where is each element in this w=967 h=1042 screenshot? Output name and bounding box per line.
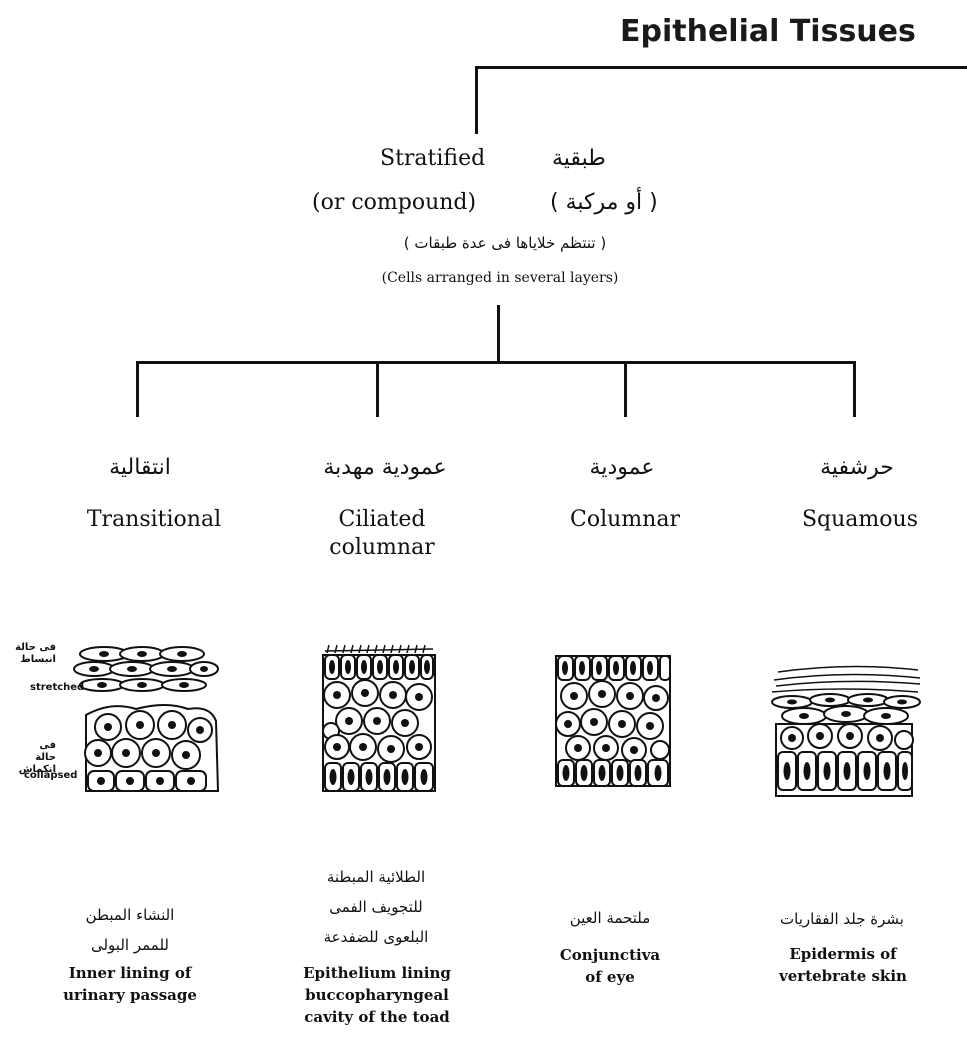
type-english-transitional: Transitional [44,506,264,534]
caption-arabic-columnar: ملتحمة العين [500,903,720,933]
root-label-english: Stratified [380,146,486,171]
connector-top-horizontal [475,66,967,69]
connector-branch-horizontal [136,361,856,364]
caption-line: للتجويف الفمى [329,898,423,916]
label-line: فى حالة [15,642,56,653]
connector-branch-ciliated [376,361,379,417]
label-line: انكماش [18,764,56,775]
caption-line: الطلائية المبطنة [326,868,426,886]
root-label-arabic-alt: ( أو مركبة ) [550,190,658,215]
connector-top-vertical [475,66,478,134]
root-label-english-alt: (or compound) [312,190,477,215]
type-english-line: columnar [329,535,435,560]
label-stretched-english: stretched [30,682,85,693]
caption-english-ciliated: Epithelium lining buccopharyngeal cavity… [262,962,492,1028]
connector-branch-squamous [853,361,856,417]
caption-line: buccopharyngeal [305,986,449,1004]
type-arabic-columnar: عمودية [589,455,655,480]
caption-english-squamous: Epidermis of vertebrate skin [728,943,958,987]
type-arabic-squamous: حرشفية [820,455,894,480]
transitional-tissue-illustration [73,646,220,792]
type-english-squamous: Squamous [750,506,967,534]
label-collapsed-english: collapsed [24,770,78,781]
caption-line: للممر البولى [90,936,169,954]
caption-line: urinary passage [63,986,197,1004]
type-english-ciliated: Ciliated columnar [272,506,492,562]
type-arabic-transitional: انتقالية [109,455,171,480]
label-collapsed-arabic: فى حالة انكماش [16,740,56,776]
squamous-tissue-illustration [771,665,921,797]
type-english-line: Squamous [801,507,918,532]
root-note-arabic: ( تنتظم خلاياها فى عدة طبقات ) [403,234,607,252]
type-english-line: Transitional [86,507,222,532]
root-note-english: (Cells arranged in several layers) [381,270,619,286]
caption-line: vertebrate skin [779,967,907,985]
label-line: فى حالة [35,740,56,763]
label-line: انبساط [20,654,56,665]
caption-english-transitional: Inner lining of urinary passage [15,962,245,1006]
caption-line: of eye [585,968,635,986]
connector-branch-transitional [136,361,139,417]
ciliated-columnar-tissue-illustration [322,644,436,792]
caption-line: Epidermis of [789,945,897,963]
caption-line: Inner lining of [68,964,192,982]
connector-branch-columnar [624,361,627,417]
caption-english-columnar: Conjunctiva of eye [495,944,725,988]
connector-root-vertical [497,305,500,363]
caption-line: البلعوى للضفدعة [323,928,429,946]
diagram-title: Epithelial Tissues [620,14,916,49]
caption-line: النشاء المبطن [85,906,175,924]
type-english-line: Ciliated [338,507,426,532]
caption-arabic-ciliated: الطلائية المبطنة للتجويف الفمى البلعوى ل… [266,862,486,952]
caption-line: cavity of the toad [304,1008,450,1026]
caption-arabic-transitional: النشاء المبطن للممر البولى [20,900,240,960]
label-stretched-arabic: فى حالة انبساط [12,642,56,666]
caption-line: ملتحمة العين [569,909,651,927]
type-english-line: Columnar [570,507,680,532]
caption-line: Conjunctiva [559,946,661,964]
caption-line: Epithelium lining [303,964,451,982]
columnar-tissue-illustration [555,655,671,787]
caption-arabic-squamous: بشرة جلد الفقاريات [732,904,952,934]
caption-line: بشرة جلد الفقاريات [780,910,904,928]
root-label-arabic: طبقية [552,146,606,171]
type-arabic-ciliated: عمودية مهدبة [323,455,447,480]
type-english-columnar: Columnar [515,506,735,534]
